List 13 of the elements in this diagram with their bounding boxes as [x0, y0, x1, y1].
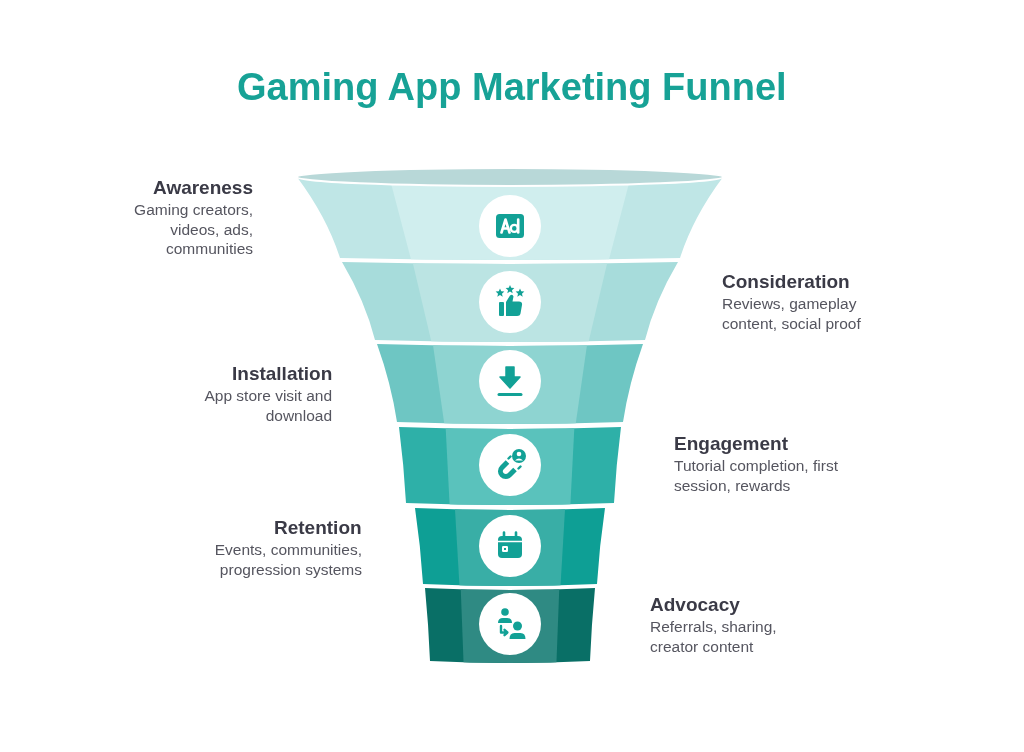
stage-description: App store visit and download [203, 386, 332, 425]
stage-heading: Awareness [153, 176, 253, 199]
stage-heading: Consideration [722, 270, 850, 293]
stage-heading: Advocacy [650, 593, 740, 616]
stage-description: Reviews, gameplay content, social proof [722, 294, 862, 333]
stage-heading: Retention [274, 516, 362, 539]
stage-description: Tutorial completion, first session, rewards [674, 456, 839, 495]
stage-heading: Engagement [674, 432, 789, 455]
diagram-title: Gaming App Marketing Funnel [237, 65, 787, 110]
stage-description: Referrals, sharing, creator content [650, 617, 778, 656]
stage-description: Gaming creators, videos, ads, communities [133, 200, 253, 259]
stage-description: Events, communities, progression systems [213, 540, 362, 579]
stage-heading: Installation [232, 362, 333, 385]
